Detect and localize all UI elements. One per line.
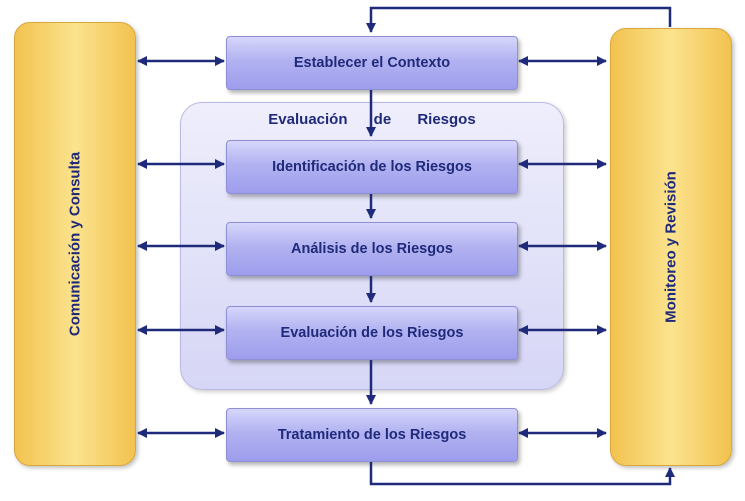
step-risk-treatment-label: Tratamiento de los Riesgos xyxy=(277,427,467,443)
monitoring-review-bar: Monitoreo y Revisión xyxy=(610,28,732,466)
step-establish-context-label: Establecer el Contexto xyxy=(293,55,451,71)
step-risk-identification-label: Identificación de los Riesgos xyxy=(272,159,472,175)
step-risk-evaluation-label: Evaluación de los Riesgos xyxy=(280,325,464,341)
step-risk-analysis: Análisis de los Riesgos xyxy=(226,222,518,276)
step-risk-analysis-label: Análisis de los Riesgos xyxy=(291,241,453,257)
feedback-monitoring-to-context xyxy=(366,6,672,33)
step-establish-context: Establecer el Contexto xyxy=(226,36,518,90)
step-risk-identification: Identificación de los Riesgos xyxy=(226,140,518,194)
step-risk-treatment: Tratamiento de los Riesgos xyxy=(226,408,518,462)
feedback-treatment-to-monitoring xyxy=(369,462,675,486)
communication-consultation-bar: Comunicación y Consulta xyxy=(14,22,136,466)
step-risk-evaluation: Evaluación de los Riesgos xyxy=(226,306,518,360)
